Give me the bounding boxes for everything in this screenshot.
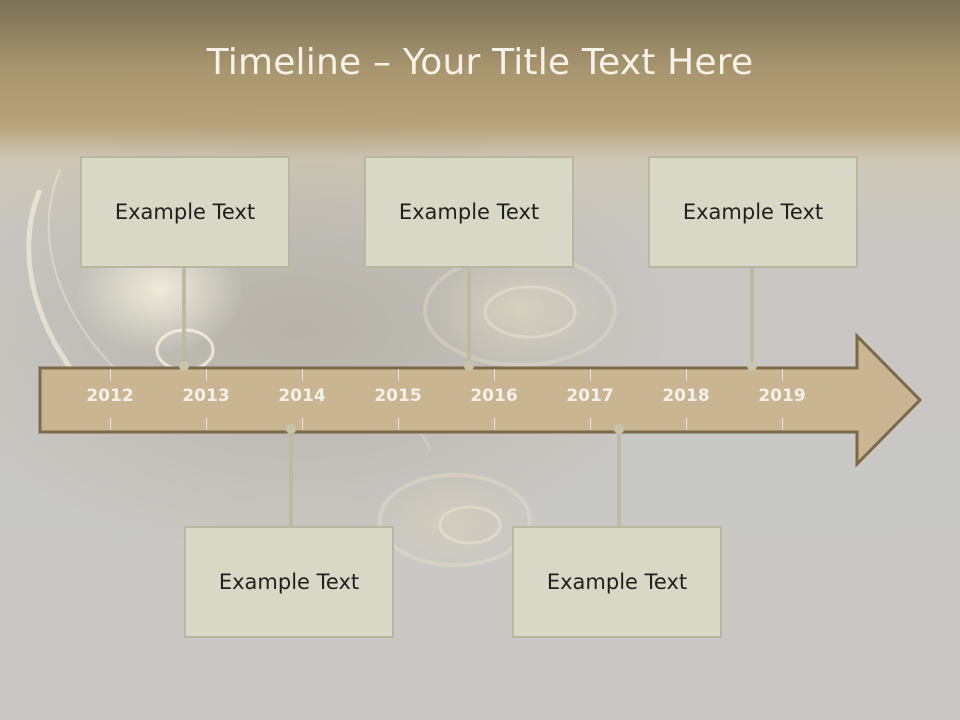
year-label-2019: 2019 — [758, 386, 806, 406]
tick-bottom-2015 — [398, 418, 399, 430]
event-box-top-3: Example Text — [648, 156, 858, 268]
connector-top-2 — [467, 268, 471, 366]
event-box-bottom-1: Example Text — [184, 526, 394, 638]
year-label-2017: 2017 — [566, 386, 614, 406]
event-text: Example Text — [682, 200, 824, 224]
connector-dot-top-1 — [179, 361, 189, 371]
tick-bottom-2016 — [494, 418, 495, 430]
tick-top-2019 — [782, 369, 783, 381]
connector-top-1 — [182, 268, 186, 366]
slide-title: Timeline – Your Title Text Here — [206, 42, 754, 83]
tick-top-2012 — [110, 369, 111, 381]
year-label-2012: 2012 — [86, 386, 134, 406]
connector-dot-bottom-2 — [614, 424, 624, 434]
event-text: Example Text — [546, 570, 688, 594]
connector-top-3 — [750, 268, 754, 366]
tick-top-2018 — [686, 369, 687, 381]
tick-bottom-2018 — [686, 418, 687, 430]
tick-top-2015 — [398, 369, 399, 381]
year-label-2016: 2016 — [470, 386, 518, 406]
tick-top-2013 — [206, 369, 207, 381]
tick-bottom-2012 — [110, 418, 111, 430]
year-label-2013: 2013 — [182, 386, 230, 406]
event-box-top-1: Example Text — [80, 156, 290, 268]
connector-bottom-2 — [617, 430, 621, 526]
event-text: Example Text — [218, 570, 360, 594]
year-label-2018: 2018 — [662, 386, 710, 406]
event-box-bottom-2: Example Text — [512, 526, 722, 638]
timeline-arrow — [38, 332, 923, 468]
connector-bottom-1 — [289, 430, 293, 526]
tick-bottom-2013 — [206, 418, 207, 430]
event-box-top-2: Example Text — [364, 156, 574, 268]
event-text: Example Text — [114, 200, 256, 224]
tick-top-2014 — [302, 369, 303, 381]
event-text: Example Text — [398, 200, 540, 224]
tick-bottom-2014 — [302, 418, 303, 430]
tick-bottom-2019 — [782, 418, 783, 430]
connector-dot-top-2 — [464, 361, 474, 371]
connector-dot-top-3 — [747, 361, 757, 371]
tick-top-2016 — [494, 369, 495, 381]
tick-top-2017 — [590, 369, 591, 381]
year-label-2015: 2015 — [374, 386, 422, 406]
connector-dot-bottom-1 — [286, 424, 296, 434]
year-label-2014: 2014 — [278, 386, 326, 406]
tick-bottom-2017 — [590, 418, 591, 430]
